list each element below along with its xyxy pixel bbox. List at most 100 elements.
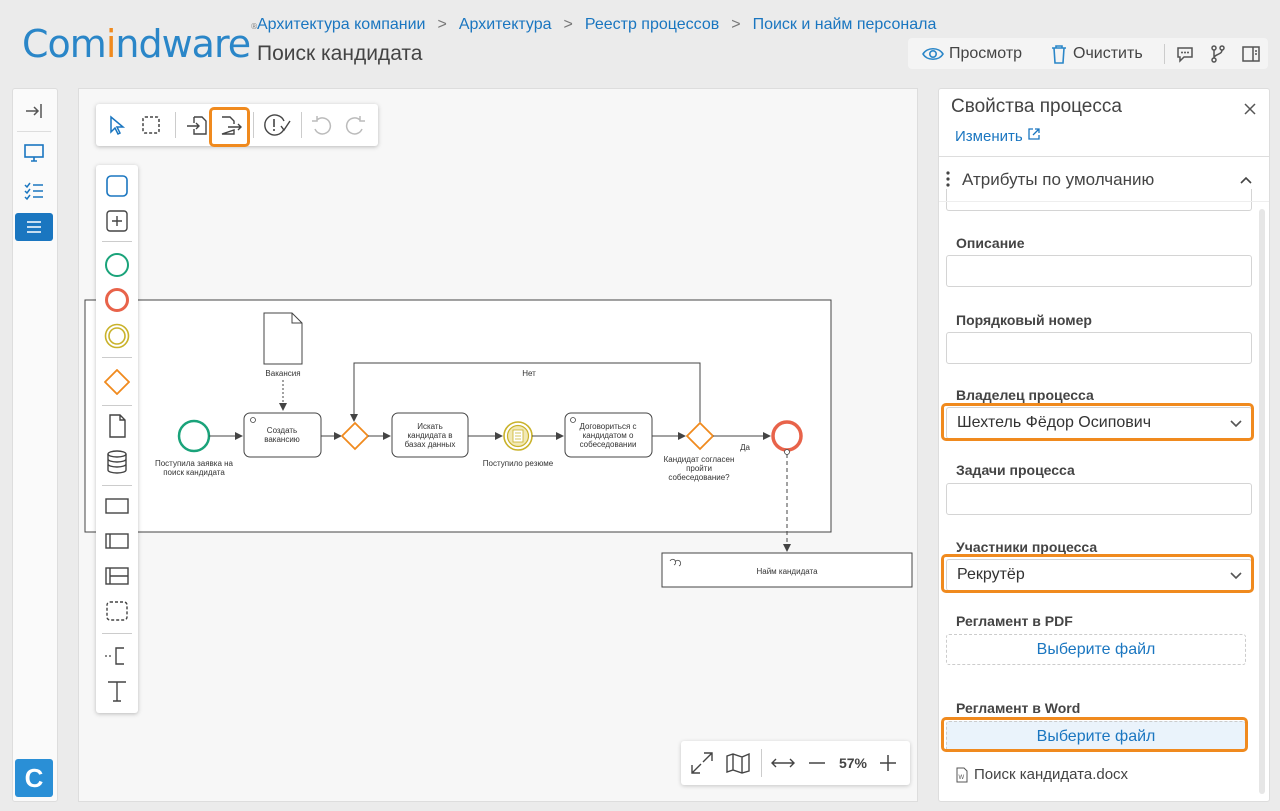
eye-icon: [922, 47, 944, 60]
pdf-regulation-label: Регламент в PDF: [956, 613, 1073, 629]
breadcrumb-item-architecture[interactable]: Архитектура: [458, 16, 552, 33]
side-panel-icon[interactable]: [1241, 44, 1261, 64]
comment-icon[interactable]: [1175, 44, 1195, 64]
properties-panel: Свойства процесса Изменить Атрибуты по у…: [938, 88, 1270, 802]
breadcrumb-item-process-registry[interactable]: Реестр процессов: [584, 16, 720, 33]
branch-icon[interactable]: [1208, 44, 1228, 64]
data-object[interactable]: [263, 312, 303, 365]
breadcrumb-separator: >: [437, 16, 447, 33]
subprocess-tool-icon[interactable]: [104, 208, 130, 234]
data-store-tool-icon[interactable]: [104, 449, 130, 475]
yes-flow-label: Да: [740, 443, 750, 452]
pointer-tool-icon[interactable]: [108, 115, 126, 135]
owner-select[interactable]: Шехтель Фёдор Осипович: [946, 407, 1252, 439]
chevron-down-icon[interactable]: [1229, 571, 1243, 581]
header-toolbar: Просмотр Очистить: [908, 38, 1268, 69]
group-tool-icon[interactable]: [104, 598, 130, 624]
edit-link[interactable]: Изменить: [955, 127, 1041, 145]
linked-process[interactable]: [661, 552, 913, 588]
zoom-out-icon[interactable]: [807, 753, 827, 773]
rail-item-desktop[interactable]: [15, 139, 53, 167]
view-button-label: Просмотр: [949, 44, 1023, 62]
chevron-down-icon[interactable]: [1229, 419, 1243, 429]
minimap-icon[interactable]: [725, 751, 751, 775]
clear-button-label: Очистить: [1073, 44, 1143, 62]
data-object-tool-icon[interactable]: [104, 413, 130, 439]
breadcrumb-item-hiring[interactable]: Поиск и найм персонала: [752, 16, 937, 33]
section-header[interactable]: Атрибуты по умолчанию: [939, 157, 1269, 201]
description-field[interactable]: [946, 255, 1252, 287]
task-create-vacancy[interactable]: [243, 412, 322, 458]
intermediate-event-tool-icon[interactable]: [104, 323, 130, 349]
intermediate-event-label: Поступило резюме: [483, 459, 554, 468]
lane-tool-icon[interactable]: [104, 528, 130, 554]
data-object-label: Вакансия: [265, 369, 300, 378]
undo-icon[interactable]: [310, 114, 332, 136]
merge-gateway[interactable]: [340, 421, 370, 451]
drag-handle-icon[interactable]: [945, 171, 951, 187]
end-event-tool-icon[interactable]: [104, 287, 130, 313]
clear-button[interactable]: Очистить: [1050, 38, 1143, 69]
clipped-field[interactable]: [946, 189, 1252, 211]
description-label: Описание: [956, 235, 1025, 251]
validate-icon[interactable]: [262, 113, 292, 137]
task-arrange-interview[interactable]: [564, 412, 653, 458]
tasks-field[interactable]: [946, 483, 1252, 515]
word-file-highlight: [941, 717, 1248, 752]
task-search-databases[interactable]: [391, 412, 469, 458]
lanes-tool-icon[interactable]: [104, 563, 130, 589]
word-choose-file-button[interactable]: Выберите файл: [946, 721, 1246, 752]
import-icon[interactable]: [186, 114, 208, 136]
participants-value: Рекрутёр: [957, 566, 1025, 583]
breadcrumb-separator: >: [563, 16, 573, 33]
tasks-label: Задачи процесса: [956, 462, 1075, 478]
order-number-field[interactable]: [946, 332, 1252, 364]
export-icon[interactable]: [219, 114, 243, 136]
breadcrumb-separator: >: [731, 16, 741, 33]
trash-icon: [1052, 44, 1066, 64]
zoom-in-icon[interactable]: [878, 753, 898, 773]
start-event-tool-icon[interactable]: [104, 252, 130, 278]
word-file-icon: W: [956, 767, 968, 782]
app-logo-badge[interactable]: C: [15, 759, 53, 797]
owner-label: Владелец процесса: [956, 387, 1094, 403]
text-tool-icon[interactable]: [104, 678, 130, 704]
expand-right-icon: [26, 104, 42, 118]
expand-rail-button[interactable]: [15, 97, 53, 125]
panel-scrollbar[interactable]: [1259, 209, 1265, 794]
attached-file[interactable]: W Поиск кандидата.docx: [956, 766, 1128, 783]
section-title: Атрибуты по умолчанию: [962, 170, 1155, 189]
end-event[interactable]: [771, 420, 803, 452]
decision-gateway[interactable]: [685, 421, 715, 451]
breadcrumb-item-company-architecture[interactable]: Архитектура компании: [257, 16, 426, 33]
linked-process-label: Найм кандидата: [756, 567, 818, 576]
chevron-up-icon[interactable]: [1239, 175, 1253, 185]
rail-item-checklist[interactable]: [15, 177, 53, 205]
fit-width-icon[interactable]: [770, 753, 796, 773]
view-button[interactable]: Просмотр: [922, 38, 1022, 69]
gateway-tool-icon[interactable]: [104, 369, 130, 395]
fullscreen-icon[interactable]: [690, 751, 714, 775]
annotation-tool-icon[interactable]: [104, 643, 130, 669]
rail-item-properties[interactable]: [15, 213, 53, 241]
select-area-icon[interactable]: [141, 115, 161, 135]
redo-icon[interactable]: [345, 114, 367, 136]
external-link-icon: [1028, 128, 1040, 140]
participants-label: Участники процесса: [956, 539, 1098, 555]
pdf-choose-file-button[interactable]: Выберите файл: [946, 634, 1246, 665]
task-tool-icon[interactable]: [104, 173, 130, 199]
zoom-bar: 57%: [681, 741, 910, 785]
edit-link-label: Изменить: [955, 128, 1023, 145]
pool-tool-icon[interactable]: [104, 493, 130, 519]
owner-highlight: [941, 403, 1254, 441]
start-event[interactable]: [177, 419, 211, 453]
app-logo: Comindware®: [22, 22, 258, 66]
close-icon[interactable]: [1243, 102, 1257, 116]
checklist-icon: [24, 182, 43, 201]
list-icon: [27, 221, 41, 233]
